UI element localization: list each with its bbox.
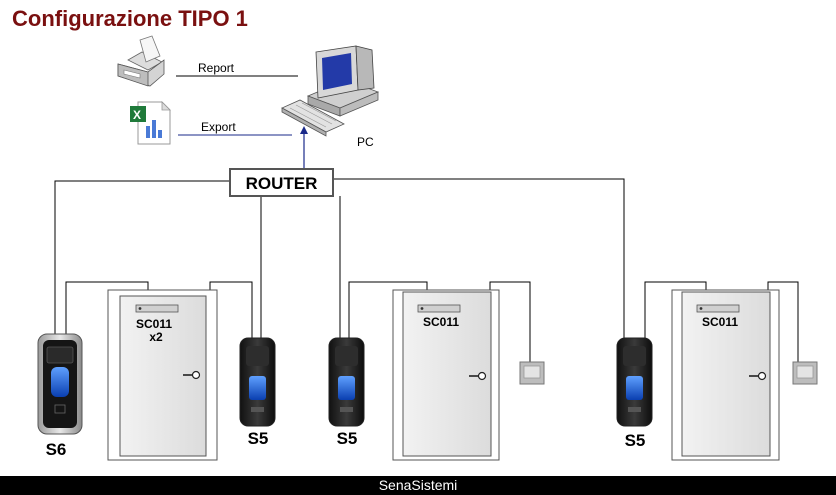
door-1-label: SC011 xyxy=(136,317,172,331)
fingerprint-reader-icon xyxy=(616,337,653,427)
desktop-computer-icon xyxy=(281,45,380,137)
wire-door2-s5 xyxy=(348,281,428,338)
door-1: SC011 x2 xyxy=(107,289,218,461)
wire-door2-exit xyxy=(489,281,531,362)
fingerprint-reader-icon xyxy=(239,337,276,427)
reader-s5-1-label: S5 xyxy=(248,429,269,448)
door-3-label: SC011 xyxy=(702,315,738,329)
exit-button-icon xyxy=(519,361,545,385)
page-title: Configurazione TIPO 1 xyxy=(12,6,248,31)
printer-icon xyxy=(117,35,165,87)
reader-s5-2-label: S5 xyxy=(337,429,358,448)
uplink-arrow xyxy=(300,126,308,170)
wire-door1-s5 xyxy=(209,281,253,338)
pc-label: PC xyxy=(357,135,374,149)
door-3: SC011 xyxy=(671,289,780,461)
fingerprint-terminal-icon xyxy=(37,333,83,435)
wire-door3-s5 xyxy=(644,281,707,338)
report-label: Report xyxy=(198,61,235,75)
router-box: ROUTER xyxy=(229,168,334,197)
door-1-sublabel: x2 xyxy=(149,330,163,344)
wire-router-to-s6 xyxy=(54,180,230,334)
exit-button-icon xyxy=(792,361,818,385)
door-wires xyxy=(65,281,799,362)
router-label: ROUTER xyxy=(246,174,318,193)
door-2-label: SC011 xyxy=(423,315,459,329)
svg-text:X: X xyxy=(133,108,141,122)
footer-bar: SenaSistemi xyxy=(0,476,836,495)
export-label: Export xyxy=(201,120,236,134)
fingerprint-reader-icon xyxy=(328,337,365,427)
excel-file-icon: X xyxy=(130,101,171,145)
network-wires xyxy=(54,178,625,338)
reader-s5-3-label: S5 xyxy=(625,431,646,450)
reader-s6-label: S6 xyxy=(46,440,67,459)
wire-router-to-s5-3 xyxy=(333,178,625,338)
door-2: SC011 xyxy=(392,289,500,461)
wire-door1-s6 xyxy=(65,281,149,334)
wire-door3-exit xyxy=(767,281,799,362)
